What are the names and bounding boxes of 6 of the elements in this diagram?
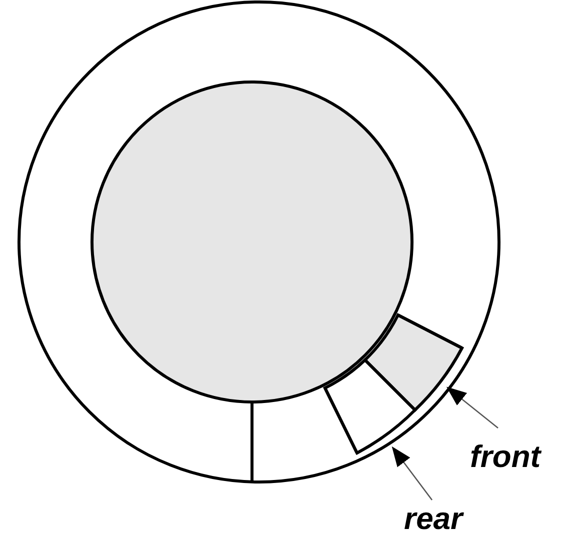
ring-segment [364, 314, 464, 412]
ring-segment [324, 358, 416, 454]
callout-label: rear [404, 502, 463, 536]
arrow [446, 386, 498, 428]
arrow [392, 446, 433, 500]
callout-label: front [470, 440, 541, 474]
